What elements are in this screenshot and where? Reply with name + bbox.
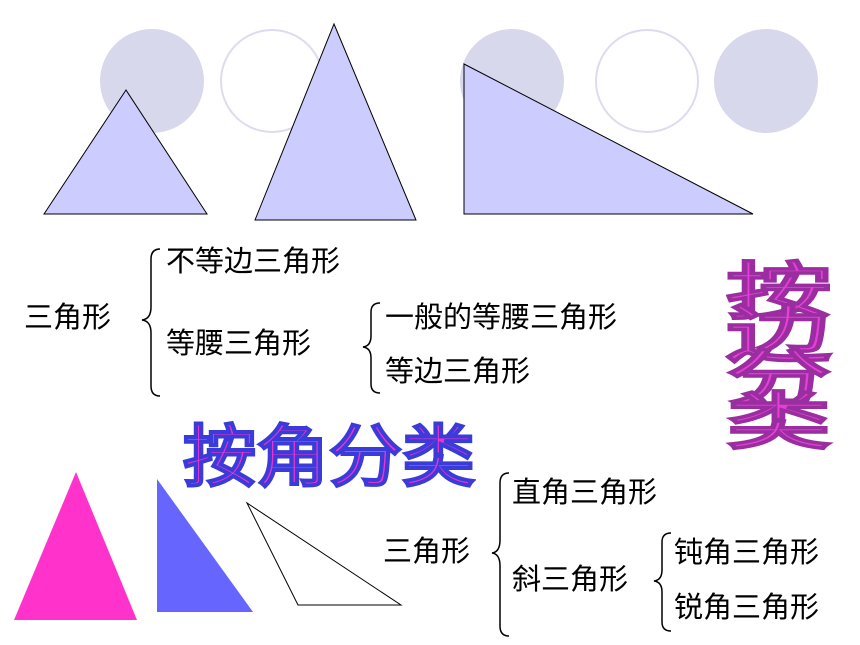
brace-side-main	[141, 248, 161, 397]
label-triangle-by-angle: 三角形	[383, 534, 471, 568]
label-scalene: 不等边三角形	[166, 244, 341, 278]
brace-isosceles	[362, 302, 381, 394]
obtuse-triangle	[245, 501, 403, 606]
decor-circle-outline-2	[595, 29, 699, 133]
isosceles-triangle	[254, 22, 417, 221]
magenta-triangle	[14, 472, 137, 620]
right-triangle	[463, 63, 754, 215]
title-by-angle: 按角分类	[182, 418, 476, 497]
label-general-isosceles: 一般的等腰三角形	[385, 300, 618, 334]
label-triangle-by-side: 三角形	[24, 300, 112, 334]
title-by-side: 按边分类	[725, 255, 833, 459]
blue-right-triangle	[157, 479, 253, 612]
label-obtuse: 钝角三角形	[674, 535, 820, 569]
label-acute: 锐角三角形	[674, 590, 820, 624]
brace-angle-main	[491, 472, 510, 637]
label-equilateral: 等边三角形	[385, 354, 531, 388]
acute-triangle	[43, 89, 208, 215]
label-isosceles: 等腰三角形	[166, 326, 312, 360]
label-oblique: 斜三角形	[512, 562, 629, 596]
decor-circle-filled-3	[714, 29, 818, 133]
label-right: 直角三角形	[512, 475, 658, 509]
brace-oblique	[653, 532, 672, 632]
